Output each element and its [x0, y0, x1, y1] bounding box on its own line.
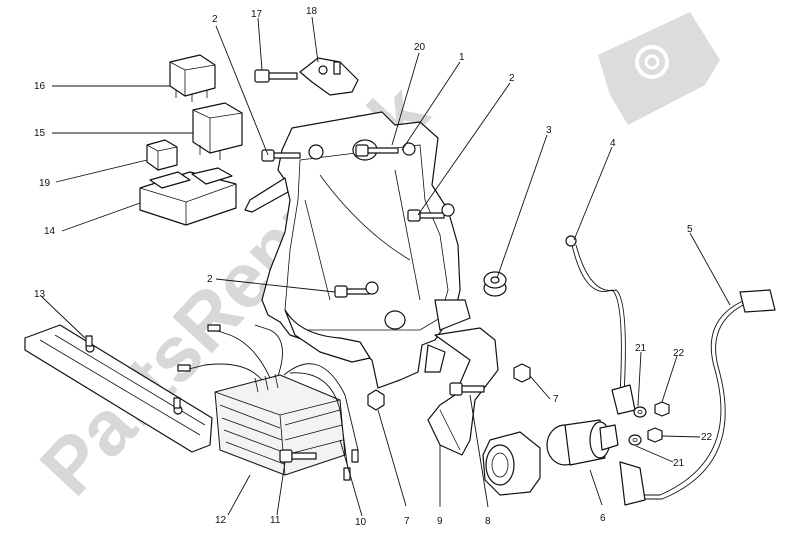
- rubber-boot: [482, 431, 541, 496]
- callout-8: 8: [485, 516, 491, 527]
- callout-11: 11: [270, 515, 281, 526]
- grommet: [483, 271, 507, 297]
- relay-16: [169, 54, 216, 102]
- regulator-wires: [177, 324, 359, 481]
- callout-7-right: 7: [553, 394, 559, 405]
- nut-22-lower: [647, 427, 663, 443]
- callout-17: 17: [251, 9, 263, 20]
- leader-lines: [41, 16, 731, 517]
- bolt-right: [407, 203, 455, 222]
- bolt-lower: [334, 281, 379, 298]
- callout-14: 14: [44, 226, 56, 237]
- plate-13: [24, 324, 213, 453]
- bolt-8: [449, 382, 485, 396]
- callout-9: 9: [437, 516, 443, 527]
- callout-15: 15: [34, 128, 46, 139]
- callout-7-left: 7: [404, 516, 410, 527]
- callout-19: 19: [39, 178, 51, 189]
- bolt-20: [355, 142, 416, 157]
- cable-4: [565, 235, 636, 415]
- relay-19: [146, 139, 178, 171]
- callout-20: 20: [414, 42, 426, 53]
- callout-22-lower: 22: [701, 432, 713, 443]
- callout-13: 13: [34, 289, 46, 300]
- callout-18: 18: [306, 6, 318, 17]
- bolt-upper-left: [261, 144, 324, 162]
- callout-labels: 2 17 18 20 1 2 3 4 5 16 15 19 14 13 2 21…: [34, 6, 713, 528]
- callout-16: 16: [34, 81, 46, 92]
- nut-7-right: [513, 363, 531, 383]
- callout-1: 1: [459, 52, 465, 63]
- callout-5: 5: [687, 224, 693, 235]
- callout-2-mid: 2: [207, 274, 213, 285]
- bracket-18: [299, 57, 359, 96]
- starter-solenoid: [546, 419, 619, 466]
- watermark-flag-icon: [598, 12, 720, 125]
- main-bracket: [244, 111, 471, 389]
- callout-10: 10: [355, 517, 367, 528]
- washer-21-lower: [628, 434, 642, 446]
- regulator-12: [214, 373, 346, 476]
- nut-7-left: [367, 389, 385, 411]
- bolt-11: [279, 449, 317, 463]
- callout-3: 3: [546, 125, 552, 136]
- callout-21-upper: 21: [635, 343, 647, 354]
- bolt-17: [254, 69, 298, 83]
- callout-4: 4: [610, 138, 616, 149]
- cable-5: [619, 289, 776, 506]
- callout-21-lower: 21: [673, 458, 685, 469]
- callout-2-top: 2: [212, 14, 218, 25]
- washer-21-upper: [633, 406, 647, 418]
- callout-2-right: 2: [509, 73, 515, 84]
- callout-12: 12: [215, 515, 227, 526]
- callout-6: 6: [600, 513, 606, 524]
- relay-15: [192, 102, 243, 160]
- relay-holder-14: [139, 167, 237, 226]
- callout-22-upper: 22: [673, 348, 685, 359]
- nut-22-upper: [654, 401, 670, 417]
